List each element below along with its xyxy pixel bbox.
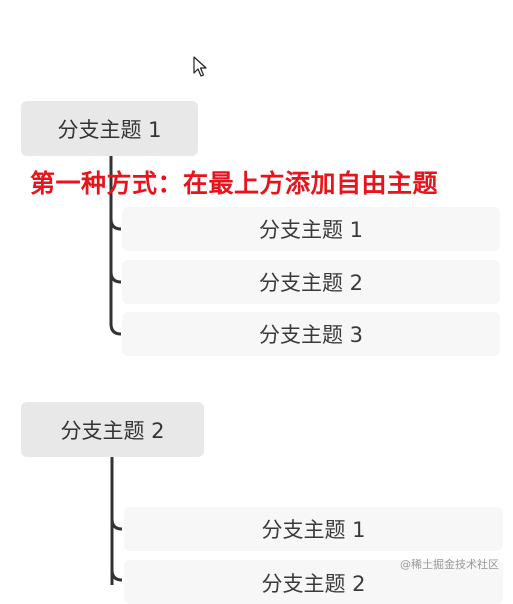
annotation-text: 第一种方式：在最上方添加自由主题 [30,169,439,198]
subtopic-2-1[interactable]: 分支主题 1 [124,507,503,551]
watermark: @稀土掘金技术社区 [400,558,499,571]
branch-topic-1-label: 分支主题 1 [57,117,162,142]
branch-topic-1[interactable]: 分支主题 1 [21,101,198,156]
branch-topic-2-label: 分支主题 2 [60,418,165,443]
subtopic-1-1[interactable]: 分支主题 1 [122,207,500,251]
arrow-cursor-icon [193,56,207,77]
subtopic-1-3[interactable]: 分支主题 3 [122,312,500,356]
subtopic-1-1-label: 分支主题 1 [258,218,364,242]
subtopic-2-2-label: 分支主题 2 [261,572,366,596]
subtopic-1-2[interactable]: 分支主题 2 [122,260,500,304]
subtopic-2-1-label: 分支主题 1 [261,518,366,542]
branch-topic-2[interactable]: 分支主题 2 [21,402,204,457]
subtopic-1-2-label: 分支主题 2 [258,271,364,295]
subtopic-1-3-label: 分支主题 3 [258,323,364,347]
